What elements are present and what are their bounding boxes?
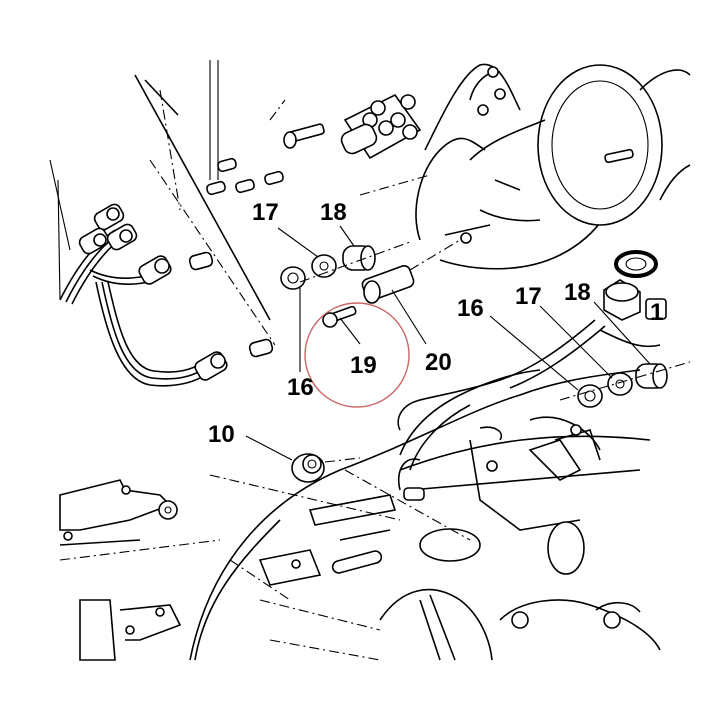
part-17-right-washer-icon: [607, 372, 633, 396]
part-19-highlight-circle: [304, 302, 410, 408]
part-16-upper-nut-icon: [280, 266, 306, 290]
part-10-grommet-icon: [291, 453, 361, 483]
frame-structure: [189, 319, 661, 661]
label-18-right: 18: [564, 279, 591, 306]
part-19-screw-icon: [322, 305, 357, 328]
axis-line-right: [559, 361, 691, 401]
housing-bell: [415, 63, 691, 270]
part-20-sleeve-icon: [361, 239, 461, 304]
label-17-right: 17: [515, 283, 542, 310]
connector-cluster-icon: [78, 203, 228, 381]
leader-lines: [245, 225, 651, 461]
left-bracket: [59, 479, 221, 661]
label-cut-off: 1: [650, 299, 663, 326]
upper-bolt-and-block: [283, 93, 431, 196]
label-17-upper: 17: [252, 199, 279, 226]
label-10: 10: [208, 421, 235, 448]
wiring-harness: [49, 159, 228, 387]
part-18-upper-spacer-icon: [342, 245, 376, 271]
label-20: 20: [425, 349, 452, 376]
small-sleeves: [188, 157, 284, 358]
part-17-upper-washer-icon: [311, 254, 337, 278]
part-labels: 17 18 16 19 20 10 16 17 18 1: [208, 199, 663, 448]
label-16-upper: 16: [287, 374, 314, 401]
wiring-guide-lines: [134, 60, 286, 346]
label-18-upper: 18: [320, 199, 347, 226]
label-19: 19: [350, 352, 377, 379]
part-16-right-nut-icon: [577, 384, 603, 408]
seal-ring-and-nut: [603, 250, 667, 321]
label-16-right: 16: [457, 295, 484, 322]
